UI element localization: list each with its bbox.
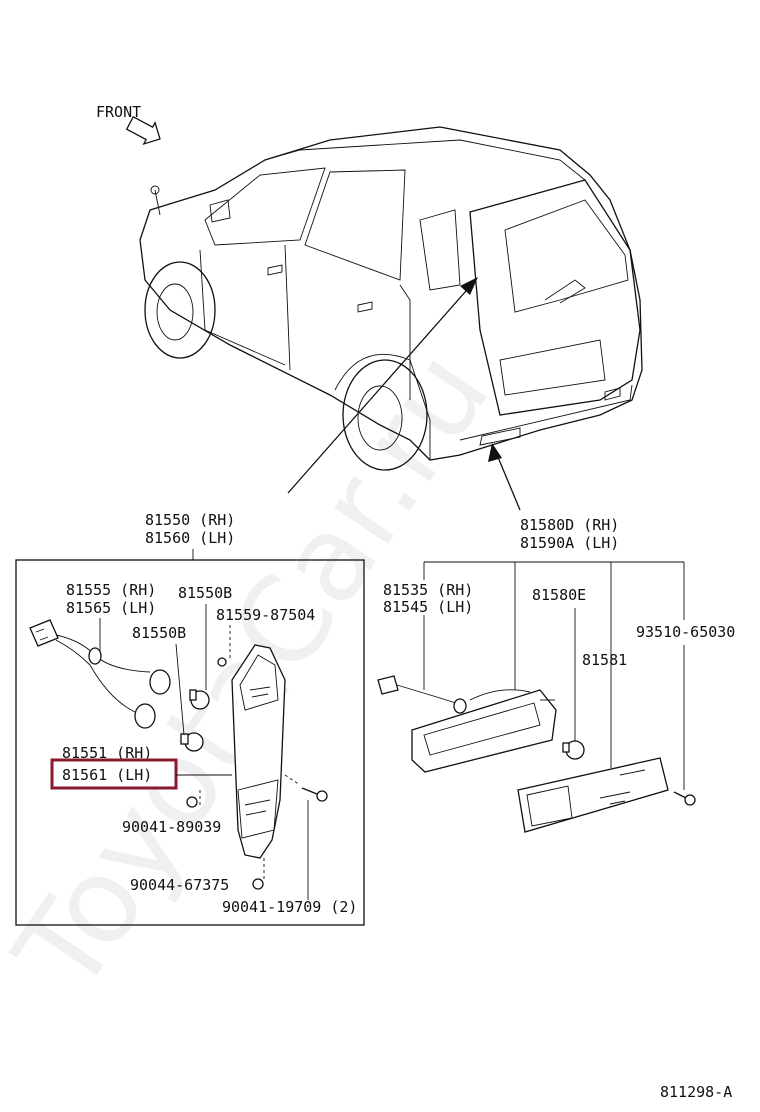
part-81550-rh: 81550 (RH) <box>145 511 235 529</box>
part-90041-19709: 90041-19709 (2) <box>222 898 357 916</box>
part-81555-rh: 81555 (RH) <box>66 581 156 599</box>
part-81545-lh: 81545 (LH) <box>383 598 473 616</box>
part-81580e: 81580E <box>532 586 586 604</box>
bulb-icon <box>189 689 210 710</box>
screw-icon <box>217 657 227 667</box>
part-81590a-lh: 81590A (LH) <box>520 534 619 552</box>
reflector-housing <box>411 689 557 773</box>
part-90041-89039: 90041-89039 <box>122 818 221 836</box>
screw-icon <box>673 791 696 806</box>
leader-arrow-rear-combination-lamp <box>287 277 478 494</box>
part-81565-lh: 81565 (LH) <box>66 599 156 617</box>
part-81559-87504: 81559-87504 <box>216 606 315 624</box>
front-label: FRONT <box>96 103 141 121</box>
reflector-socket-and-wire <box>377 675 467 714</box>
part-81535-rh: 81535 (RH) <box>383 581 473 599</box>
part-81550b-top: 81550B <box>178 584 232 602</box>
part-81560-lh: 81560 (LH) <box>145 529 235 547</box>
vehicle-illustration <box>139 126 643 471</box>
diagram-code: 811298-A <box>660 1083 732 1101</box>
leader-arrow-reflector <box>488 443 521 511</box>
front-arrow-icon <box>125 115 161 146</box>
highlight-box <box>50 758 178 790</box>
bulb-icon <box>180 732 204 752</box>
rear-combination-lamp <box>231 644 286 859</box>
part-81550b: 81550B <box>132 624 186 642</box>
part-81580d-rh: 81580D (RH) <box>520 516 619 534</box>
lamp-socket-and-wire <box>29 618 171 729</box>
screw-icon <box>301 787 328 802</box>
reflector-lens <box>517 757 669 833</box>
rear-combination-lamp-box <box>15 559 365 926</box>
nut-icon <box>252 878 264 890</box>
part-93510-65030: 93510-65030 <box>636 623 735 641</box>
bulb-icon <box>562 740 585 760</box>
part-81561-lh: 81561 (LH) <box>62 766 152 784</box>
part-81551-rh: 81551 (RH) <box>62 744 152 762</box>
part-90044-67375: 90044-67375 <box>130 876 229 894</box>
nut-icon <box>186 796 198 808</box>
part-81581: 81581 <box>582 651 627 669</box>
